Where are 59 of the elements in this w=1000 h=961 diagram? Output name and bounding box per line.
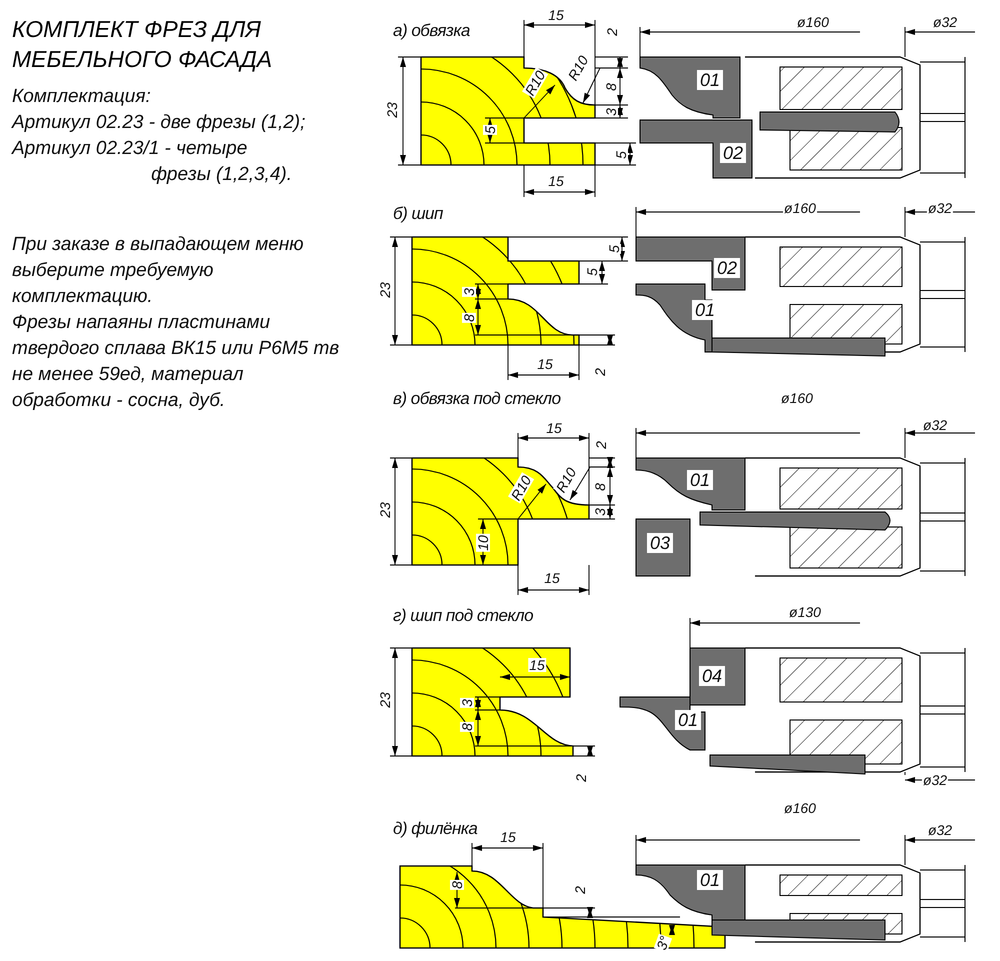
view-title: г) шип под стекло [393,607,534,624]
part-number: 02 [720,143,746,163]
dimension-label: 10 [476,534,490,552]
dimension-label: 8 [604,82,618,92]
part-number: 01 [686,470,714,490]
description-text: Артикул 02.23 - две фрезы (1,2); [12,111,306,135]
dimension-label: 3 [460,698,474,708]
dimension-label: 15 [536,357,554,371]
dimension-label: ø32 [922,418,948,432]
dimension-label: 3 [462,287,476,297]
dimension-label: ø32 [922,773,948,787]
dimension-label: 23 [378,691,392,709]
part-number: 01 [696,70,724,90]
dimension-label: 8 [593,482,607,492]
dimension-label: 15 [499,830,517,844]
dimension-label: 15 [545,421,563,435]
dimension-label: 23 [378,501,392,519]
dimension-label: ø160 [783,201,817,215]
description-text: При заказе в выпадающем меню выберите требуемую комплектацию. [12,233,305,309]
dimension-label: 5 [483,125,497,135]
dimension-label: 2 [605,27,619,37]
dimension-label: 5 [607,244,621,254]
dimension-label: 3 [593,507,607,517]
dimension-label: ø32 [926,201,954,215]
description-text: Комплектация: [12,85,152,109]
title: КОМПЛЕКТ ФРЕЗ ДЛЯ МЕБЕЛЬНОГО ФАСАДА [12,15,274,74]
dimension-label: 8 [462,313,476,323]
view-title: б) шип [393,205,443,222]
part-number: 03 [646,533,674,553]
dimension-label: 2 [593,367,607,377]
part-number: 04 [698,666,726,686]
description-text: Фрезы напаяны пластинами твердого сплава ВК15 или Р6М5 тв не менее 59ед, материал обработки - сосна, дуб. [12,311,340,413]
dimension-label: 23 [378,281,392,299]
view-title: в) обвязка под стекло [393,390,561,407]
description-text: Артикул 02.23/1 - четыре фрезы (1,2,3,4). [12,137,292,187]
view-title: а) обвязка [393,22,470,39]
dimension-label: 15 [528,658,546,672]
dimension-label: ø32 [926,823,954,837]
view-title: д) филёнка [393,820,478,837]
dimension-label: 2 [574,773,588,783]
dimension-label: 3 [604,107,618,117]
dimension-label: 2 [573,885,587,895]
dimension-label: 15 [547,174,565,188]
part-number: 01 [696,870,724,890]
dimension-label: ø160 [783,801,817,815]
dimension-label: ø32 [932,15,958,29]
dimension-label: ø130 [788,605,822,619]
dimension-label: ø160 [780,391,814,405]
dimension-label: 5 [585,267,599,277]
dimension-label: 15 [547,8,565,22]
dimension-label: ø160 [796,15,830,29]
dimension-label: 23 [385,101,399,119]
dimension-label: 8 [450,880,464,890]
dimension-label: 8 [460,722,474,732]
dimension-label: 15 [543,571,561,585]
part-number: 01 [674,710,702,730]
dimension-label: 2 [594,440,608,450]
part-number: 02 [714,258,740,278]
dimension-label: 5 [614,150,628,160]
